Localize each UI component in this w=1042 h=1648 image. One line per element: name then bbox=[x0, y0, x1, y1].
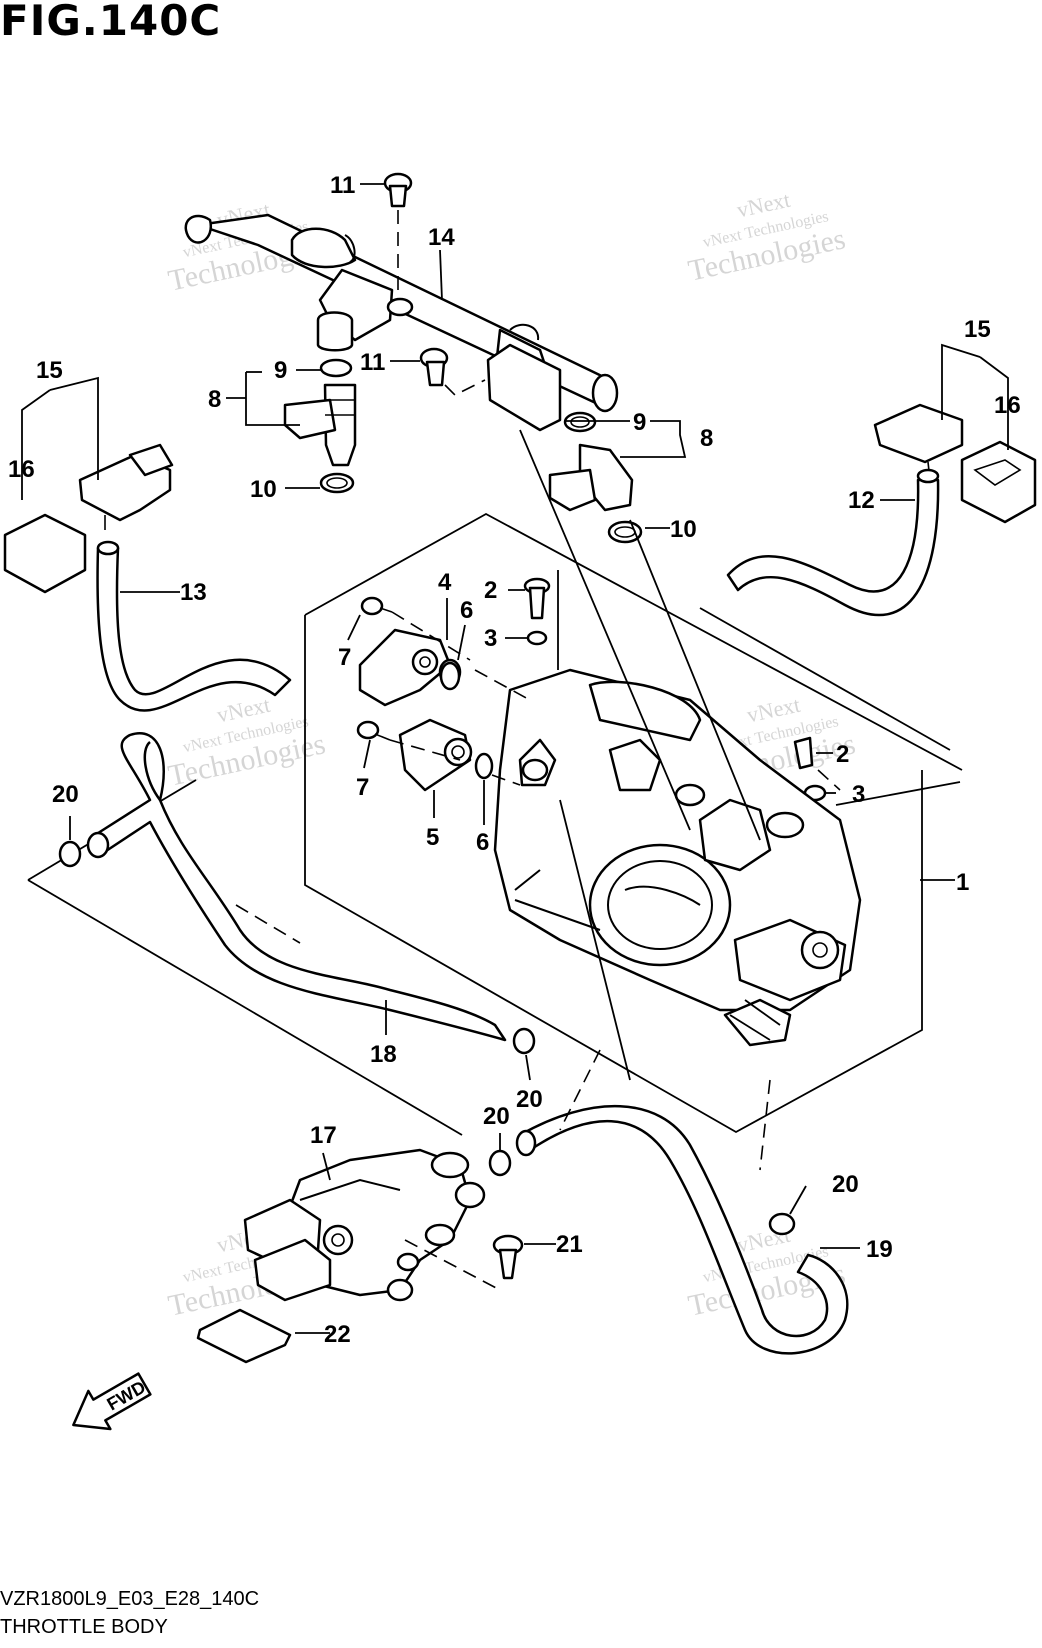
callout-10: 10 bbox=[670, 516, 697, 543]
figure-title: FIG.140C bbox=[0, 0, 222, 45]
callout-3: 3 bbox=[484, 625, 497, 652]
callout-7: 7 bbox=[356, 774, 369, 801]
leader-lines bbox=[21, 183, 1009, 1334]
callout-17: 17 bbox=[310, 1122, 337, 1149]
callout-14: 14 bbox=[428, 224, 455, 251]
injector-left bbox=[283, 358, 357, 494]
sensor-4 bbox=[358, 596, 462, 707]
callout-3: 3 bbox=[852, 781, 865, 808]
callout-7: 7 bbox=[338, 644, 351, 671]
callout-5: 5 bbox=[426, 824, 439, 851]
o-ring-6-upper bbox=[439, 661, 461, 691]
callout-18: 18 bbox=[370, 1041, 397, 1068]
callout-1: 1 bbox=[956, 869, 969, 896]
assembly-outline bbox=[304, 512, 963, 1134]
hose-13 bbox=[96, 540, 292, 712]
sensor-left-15 bbox=[3, 443, 174, 594]
callout-2: 2 bbox=[484, 577, 497, 604]
figure-name: THROTTLE BODY bbox=[0, 1616, 168, 1638]
callout-20: 20 bbox=[832, 1171, 859, 1198]
clamp-20-mid bbox=[512, 1027, 536, 1055]
screw-2-upper bbox=[523, 577, 551, 646]
callout-16: 16 bbox=[994, 392, 1021, 419]
callout-labels: 11 14 11 9 8 10 9 8 10 15 16 15 16 12 13… bbox=[8, 172, 1021, 1348]
hose-19 bbox=[515, 1104, 849, 1355]
hose-12 bbox=[726, 468, 940, 617]
callout-19: 19 bbox=[866, 1236, 893, 1263]
dashed-guides bbox=[235, 611, 841, 1171]
hose-18 bbox=[86, 732, 507, 1042]
callout-15: 15 bbox=[36, 357, 63, 384]
callout-8: 8 bbox=[208, 386, 221, 413]
injector-right bbox=[548, 411, 643, 544]
fuel-delivery-pipe bbox=[184, 213, 619, 432]
callout-11: 11 bbox=[330, 172, 355, 199]
figure-code: VZR1800L9_E03_E28_140C bbox=[0, 1588, 260, 1610]
callout-11: 11 bbox=[360, 349, 385, 376]
callout-15: 15 bbox=[964, 316, 991, 343]
callout-13: 13 bbox=[180, 579, 207, 606]
callout-20: 20 bbox=[516, 1086, 543, 1113]
sensor-5 bbox=[356, 718, 494, 792]
callout-6: 6 bbox=[460, 597, 473, 624]
screw-11-side bbox=[419, 347, 486, 396]
throttle-body bbox=[493, 429, 862, 1081]
clamp-20-left bbox=[58, 840, 82, 868]
callout-8: 8 bbox=[700, 425, 713, 452]
screw-11-top bbox=[383, 172, 413, 300]
fwd-arrow-icon: FWD bbox=[72, 1372, 152, 1431]
clamp-20-low bbox=[488, 1149, 512, 1177]
callout-9: 9 bbox=[633, 409, 646, 436]
callout-16: 16 bbox=[8, 456, 35, 483]
valve-assembly-17 bbox=[243, 1148, 486, 1302]
callout-2: 2 bbox=[836, 741, 849, 768]
screw-2-right bbox=[793, 736, 827, 802]
screw-21 bbox=[404, 1234, 524, 1291]
pad-22 bbox=[196, 1308, 292, 1364]
sensor-right-15 bbox=[873, 403, 1037, 524]
callout-10: 10 bbox=[250, 476, 277, 503]
clamp-20-right bbox=[768, 1212, 796, 1236]
callout-22: 22 bbox=[324, 1321, 351, 1348]
callout-20: 20 bbox=[52, 781, 79, 808]
callout-6: 6 bbox=[476, 829, 489, 856]
callout-20: 20 bbox=[483, 1103, 510, 1130]
callout-4: 4 bbox=[438, 569, 452, 596]
callout-12: 12 bbox=[848, 487, 875, 514]
callout-9: 9 bbox=[274, 357, 287, 384]
callout-21: 21 bbox=[556, 1231, 583, 1258]
